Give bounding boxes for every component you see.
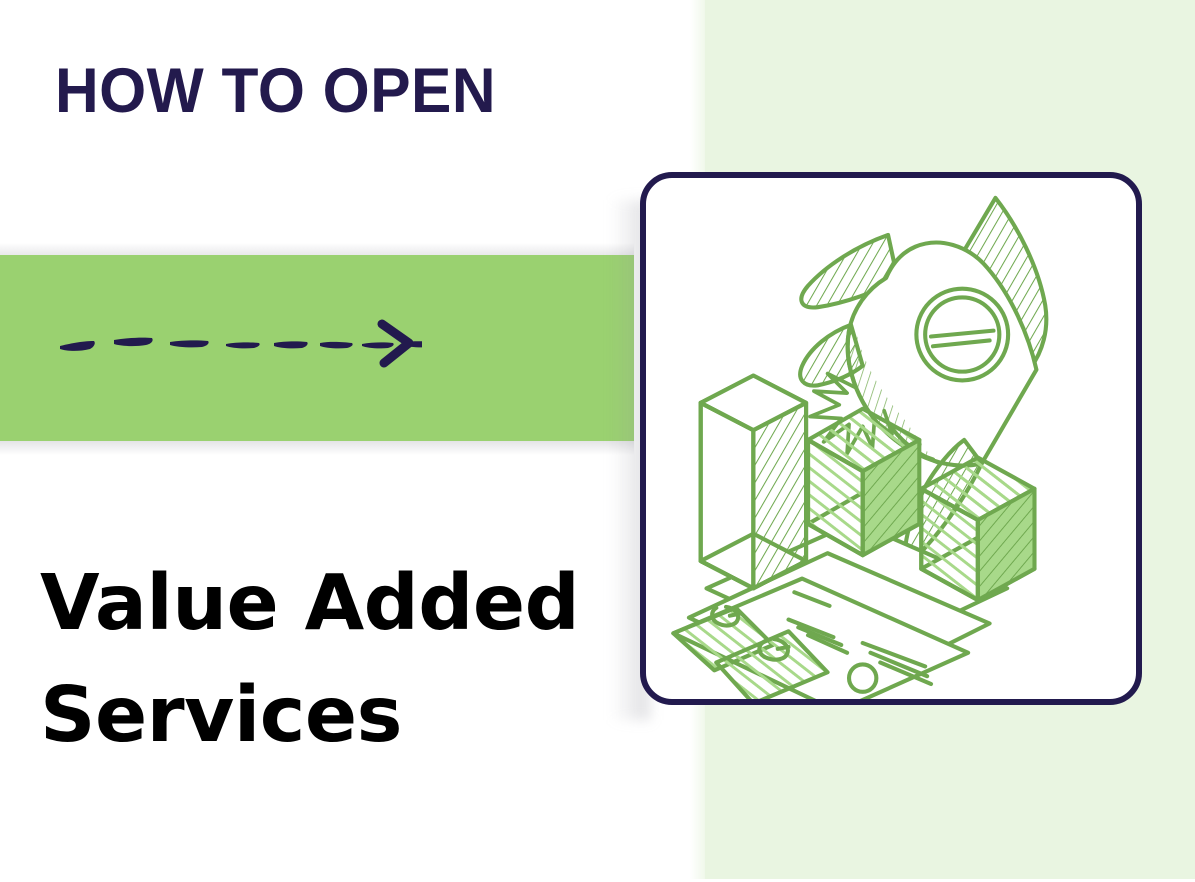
page-title: Value Added Services xyxy=(40,548,640,771)
rocket-growth-chart-illustration xyxy=(671,195,1049,699)
green-accent-band xyxy=(0,255,634,441)
illustration-card xyxy=(640,172,1142,705)
green-band-shadow-bottom xyxy=(0,441,634,455)
page-kicker: HOW TO OPEN xyxy=(55,56,496,126)
page-title-line-2: Services xyxy=(40,670,402,760)
dashed-arrow-right-icon xyxy=(52,316,422,378)
page-title-line-1: Value Added xyxy=(40,559,580,648)
green-band-shadow-top xyxy=(0,243,634,256)
